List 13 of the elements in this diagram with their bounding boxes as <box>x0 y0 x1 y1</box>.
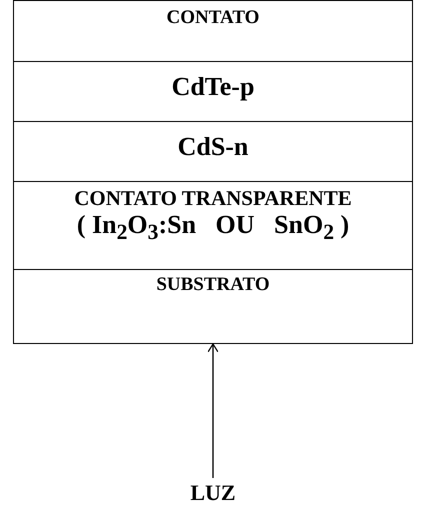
layer-box <box>13 121 413 182</box>
layer-name: SUBSTRATO <box>155 274 271 296</box>
layer-name: CONTATO <box>166 7 260 29</box>
material-formula: ( In$_{2}$O$_{3}$:Sn OU SnO$_{2}$ ) <box>76 210 350 246</box>
layer-name: CdTe-p <box>170 72 256 102</box>
light-label: LUZ <box>163 478 263 512</box>
layer-box <box>13 0 413 62</box>
layer-box <box>13 181 413 270</box>
layer-box <box>13 61 413 122</box>
layer-box <box>13 269 413 344</box>
layer-name: CONTATO TRANSPARENTE <box>73 186 353 210</box>
arrow <box>207 343 219 478</box>
layer-name: CdS-n <box>176 132 250 162</box>
